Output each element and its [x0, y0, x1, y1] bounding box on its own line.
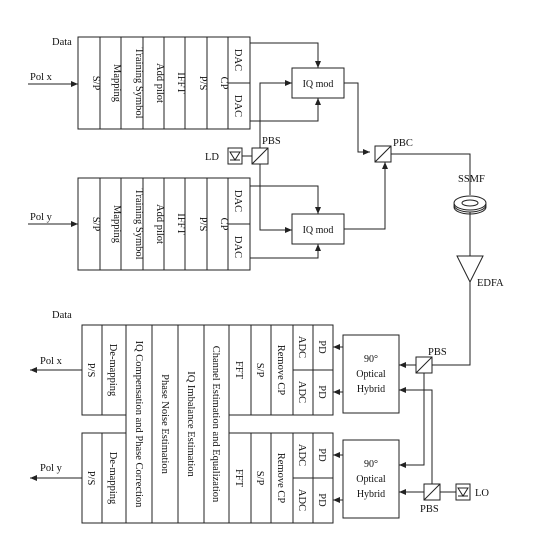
tx-pol-y-block: Pol y S/P Mapping Training Symbol Add pi…: [28, 177, 345, 271]
rx-x-step-ps: P/S: [85, 363, 96, 378]
rx-x-step-fft: FFT: [233, 361, 244, 380]
rx-x-step-remove-cp: Remove CP: [275, 345, 286, 396]
tx-y-step-add-pilot: Add pilot: [154, 204, 165, 244]
iq-mod-x-label: IQ mod: [303, 79, 334, 90]
iq-mod-y: [291, 213, 345, 245]
pbs-rx-bottom-label: PBS: [420, 504, 439, 515]
rx-x-pd-top-label: PD: [316, 340, 327, 354]
rx-step-iq-compensation: IQ Compensation and Phase Correction: [133, 341, 144, 509]
tx-y-step-ps: P/S: [197, 217, 208, 232]
rx-y-demapping-box: [101, 432, 127, 524]
pbs-rx-top-label: PBS: [428, 347, 447, 358]
tx-y-step-training-symbol: Training Symbol: [133, 188, 144, 259]
edfa-amplifier: [456, 255, 484, 284]
rx-step-phase-noise: Phase Noise Estimation: [159, 374, 170, 474]
iq-mod-y-label: IQ mod: [303, 225, 334, 236]
tx-x-dac-bottom-label: DAC: [232, 95, 243, 117]
ld-label: LD: [205, 152, 219, 163]
ssmf-fiber-spool: [453, 195, 487, 215]
rx-x-demapping-box: [101, 324, 127, 416]
tx-y-step-mapping: Mapping: [111, 205, 122, 244]
lo-label: LO: [475, 488, 489, 499]
tx-y-dac-bottom: [227, 223, 251, 271]
rx-y-hybrid-line1: 90°: [364, 459, 378, 470]
tx-pol-x-block: Data Pol x S/P Mapping Training Symbol A…: [28, 36, 345, 130]
pbc-label: PBC: [393, 138, 413, 149]
tx-x-step-sp: S/P: [90, 76, 101, 91]
rx-y-step-demapping: De-mapping: [107, 452, 118, 505]
rx-pol-y-block: Pol y P/S De-mapping FFT S/P Remove CP A…: [30, 432, 400, 524]
tx-x-step-training-symbol: Training Symbol: [133, 47, 144, 118]
ld-laser: [227, 147, 243, 165]
rx-y-pd-bottom-label: PD: [316, 493, 327, 507]
rx-y-step-fft: FFT: [233, 469, 244, 488]
rx-y-optical-hybrid: [342, 439, 400, 519]
tx-x-step-add-pilot: Add pilot: [154, 63, 165, 103]
rx-x-optical-hybrid: [342, 334, 400, 414]
pol-y-input-label: Pol y: [30, 212, 53, 223]
data-label-top: Data: [52, 37, 72, 48]
tx-y-dac-top-label: DAC: [232, 190, 243, 212]
tx-x-dac-bottom: [227, 82, 251, 130]
rx-step-channel-estimation: Channel Estimation and Equalization: [210, 346, 221, 503]
rx-x-pd-bottom-label: PD: [316, 385, 327, 399]
rx-pbs-lo-block: PBS PBS LO: [399, 347, 489, 515]
rx-y-hybrid-line2: Optical: [356, 474, 386, 485]
tx-y-step-cp: CP: [218, 218, 229, 231]
rx-x-step-sp: S/P: [254, 363, 265, 378]
tx-x-step-ps: P/S: [197, 76, 208, 91]
rx-y-pd-top-label: PD: [316, 448, 327, 462]
data-label-bottom: Data: [52, 310, 72, 321]
tx-x-dac-top-label: DAC: [232, 49, 243, 71]
tx-y-dac-bottom-label: DAC: [232, 236, 243, 258]
rx-y-hybrid-line3: Hybrid: [357, 489, 385, 500]
rx-y-adc-bottom-label: ADC: [296, 489, 307, 511]
tx-y-step-ifft: IFFT: [175, 213, 186, 235]
rx-y-adc-top-label: ADC: [296, 444, 307, 466]
tx-x-step-cp: CP: [218, 77, 229, 90]
rx-x-adc-top-label: ADC: [296, 336, 307, 358]
rx-x-adc-bottom-label: ADC: [296, 381, 307, 403]
tx-x-step-ifft: IFFT: [175, 72, 186, 94]
link-block: PBC SSMF EDFA: [344, 82, 504, 366]
rx-x-hybrid-line3: Hybrid: [357, 384, 385, 395]
pol-y-output-label: Pol y: [40, 463, 63, 474]
edfa-label: EDFA: [477, 278, 504, 289]
rx-x-hybrid-line2: Optical: [356, 369, 386, 380]
tx-y-step-sp: S/P: [90, 217, 101, 232]
pbs-tx-label: PBS: [262, 136, 281, 147]
tx-x-step-mapping: Mapping: [111, 64, 122, 103]
rx-x-step-demapping: De-mapping: [107, 344, 118, 397]
rx-y-step-remove-cp: Remove CP: [275, 453, 286, 504]
pol-x-output-label: Pol x: [40, 356, 63, 367]
tx-x-chain-frame: [77, 36, 229, 130]
rx-shared-dsp: IQ Compensation and Phase Correction Pha…: [125, 324, 230, 524]
ssmf-label: SSMF: [458, 174, 485, 185]
pol-x-input-label: Pol x: [30, 72, 53, 83]
rx-x-hybrid-line1: 90°: [364, 354, 378, 365]
lo-laser: [455, 483, 471, 501]
rx-y-step-sp: S/P: [254, 471, 265, 486]
rx-y-step-ps: P/S: [85, 471, 96, 486]
rx-step-iq-imbalance: IQ Imbalance Estimation: [185, 371, 196, 477]
